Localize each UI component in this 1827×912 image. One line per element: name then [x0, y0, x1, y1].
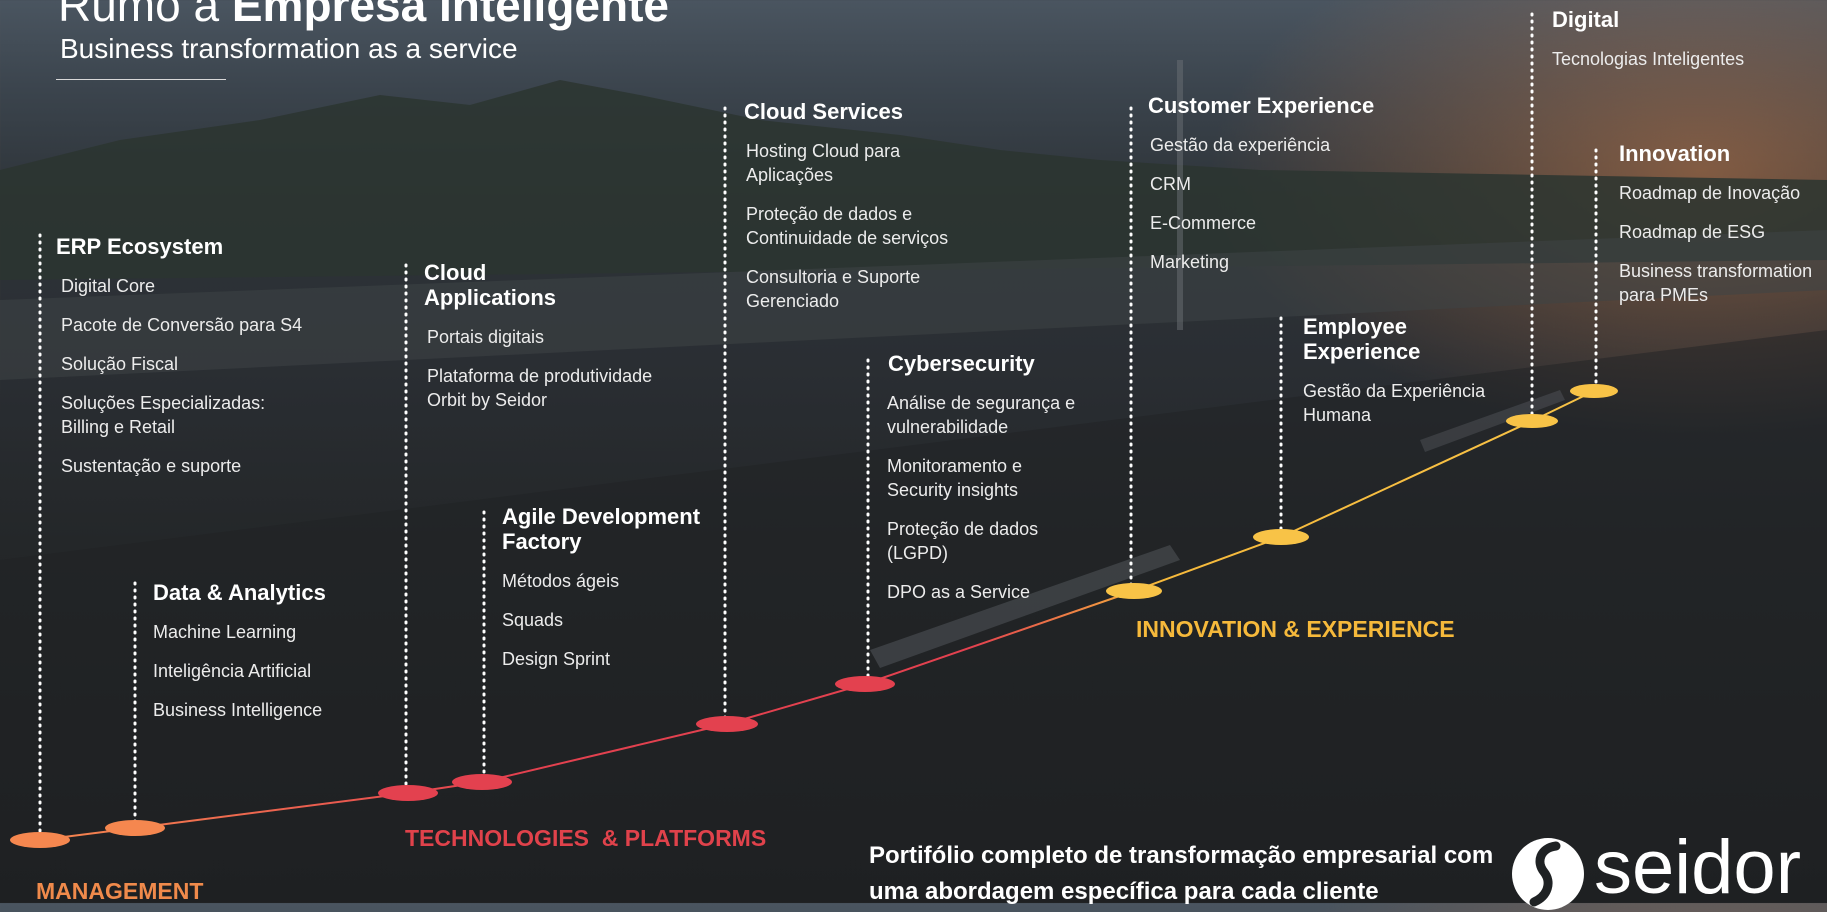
block-cloud-services: Cloud Services Hosting Cloud para Aplica… [744, 99, 974, 313]
block-cybersecurity: Cybersecurity Análise de segurança e vul… [887, 351, 1088, 604]
list-item: Business Intelligence [153, 700, 323, 720]
list-item: Análise de segurança e vulnerabilidade [887, 393, 1076, 437]
title-light: Rumo à [58, 0, 220, 31]
list-item: Hosting Cloud para Aplicações [746, 141, 901, 185]
list-item: Roadmap de ESG [1619, 222, 1766, 242]
seidor-logo: seidor [1510, 825, 1820, 910]
block-cloud-applications: Cloud Applications Portais digitais Plat… [424, 260, 674, 412]
block-title: Agile Development Factory [502, 504, 701, 554]
node-erp [10, 832, 70, 848]
timeline-stems [38, 12, 1598, 840]
block-title: Customer Experience [1148, 93, 1375, 118]
title-bold: Empresa Inteligente [231, 0, 669, 31]
category-technologies-platforms: TECHNOLOGIES & PLATFORMS [405, 825, 767, 851]
block-title: Cybersecurity [888, 351, 1035, 376]
list-item: Soluções Especializadas: Billing e Retai… [61, 393, 266, 437]
block-title: Cloud Applications [424, 260, 557, 310]
block-data-analytics: Data & Analytics Machine Learning Inteli… [153, 580, 383, 722]
list-item: Squads [502, 610, 564, 630]
block-title: Cloud Services [744, 99, 903, 124]
category-management: MANAGEMENT [36, 878, 204, 904]
list-item: Proteção de dados e Continuidade de serv… [746, 204, 949, 248]
list-item: Portais digitais [427, 327, 545, 347]
list-item: Solução Fiscal [61, 354, 179, 374]
node-cx [1106, 583, 1162, 599]
list-item: Pacote de Conversão para S4 [61, 315, 303, 335]
list-item: Sustentação e suporte [61, 456, 242, 476]
list-item: Monitoramento e Security insights [887, 456, 1023, 500]
logo-wordmark: seidor [1594, 825, 1801, 910]
timeline-curve [39, 390, 1595, 841]
block-title: Employee Experience [1303, 314, 1421, 364]
tagline: Portifólio completo de transformação emp… [869, 842, 1494, 905]
list-item: E-Commerce [1150, 213, 1257, 233]
list-item: Inteligência Artificial [153, 661, 312, 681]
block-title: Data & Analytics [153, 580, 326, 605]
node-data [105, 820, 165, 836]
list-item: Roadmap de Inovação [1619, 183, 1801, 203]
list-item: Tecnologias Inteligentes [1552, 49, 1745, 69]
block-title: Innovation [1619, 141, 1731, 166]
seidor-logo-mark [1512, 838, 1584, 910]
list-item: Marketing [1150, 252, 1230, 272]
block-erp-ecosystem: ERP Ecosystem Digital Core Pacote de Con… [56, 234, 346, 478]
node-cloud-services [696, 716, 758, 732]
list-item: CRM [1150, 174, 1191, 194]
block-agile-development-factory: Agile Development Factory Métodos ágeis … [502, 504, 722, 671]
block-employee-experience: Employee Experience Gestão da Experiênci… [1303, 314, 1503, 427]
node-cloud-apps [378, 785, 438, 801]
page-title: Rumo à Empresa Inteligente [58, 0, 669, 28]
list-item: Consultoria e Suporte Gerenciado [746, 267, 921, 311]
block-customer-experience: Customer Experience Gestão da experiênci… [1148, 93, 1398, 274]
list-item: Plataforma de produtividade Orbit by Sei… [427, 366, 653, 410]
category-innovation-experience: INNOVATION & EXPERIENCE [1136, 616, 1455, 642]
list-item: Digital Core [61, 276, 156, 296]
list-item: DPO as a Service [887, 582, 1031, 602]
list-item: Design Sprint [502, 649, 611, 669]
node-cyber [835, 676, 895, 692]
title-divider [56, 79, 226, 80]
node-digital [1506, 414, 1558, 428]
list-item: Gestão da Experiência Humana [1303, 381, 1486, 425]
page-subtitle: Business transformation as a service [60, 33, 518, 64]
list-item: Métodos ágeis [502, 571, 620, 591]
block-title: ERP Ecosystem [56, 234, 224, 259]
list-item: Business transformation para PMEs [1619, 261, 1813, 305]
node-employee [1253, 529, 1309, 545]
list-item: Gestão da experiência [1150, 135, 1331, 155]
list-item: Proteção de dados (LGPD) [887, 519, 1039, 563]
block-innovation: Innovation Roadmap de Inovação Roadmap d… [1619, 141, 1824, 307]
block-digital: Digital Tecnologias Inteligentes [1552, 7, 1782, 71]
list-item: Machine Learning [153, 622, 297, 642]
node-agile [452, 774, 512, 790]
block-title: Digital [1552, 7, 1620, 32]
node-innovation [1570, 384, 1618, 398]
